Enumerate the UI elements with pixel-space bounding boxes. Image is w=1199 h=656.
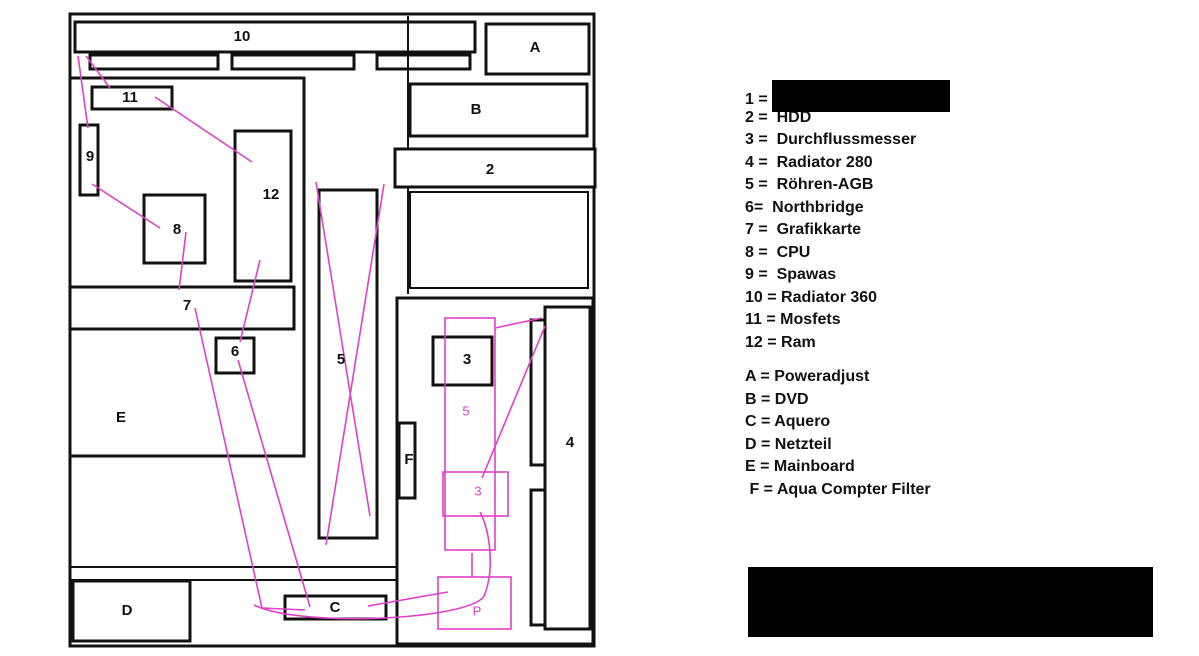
legend-gap — [745, 354, 1165, 366]
legend-item-b: B = DVD — [745, 390, 809, 408]
label-e: E — [116, 409, 126, 426]
label-3: 3 — [463, 351, 471, 368]
mosfets-box — [90, 85, 174, 111]
psu-box — [71, 579, 192, 643]
legend-item-5: 5 = Röhren-AGB — [745, 176, 874, 193]
label-d: D — [122, 602, 133, 619]
legend-text: 1 = — [745, 91, 768, 109]
legend-item-a: A = Poweradjust — [745, 368, 870, 385]
hdd-box — [393, 147, 597, 189]
legend-item-6: 6= Northbridge — [745, 198, 864, 216]
legend-item-e: E = Mainboard — [745, 458, 855, 475]
legend-item-11: 11 = Mosfets — [745, 311, 841, 328]
pink-label-3: 3 — [474, 483, 481, 498]
legend-item-3: 3 = Durchflussmesser — [745, 131, 917, 148]
radiator-280-fan-2 — [529, 488, 547, 627]
label-c: C — [330, 599, 341, 616]
legend-item-1: 1 = — [745, 80, 1165, 112]
pump-box — [437, 576, 512, 630]
poweradjust-box — [484, 22, 591, 76]
reservoir-planned-box — [444, 317, 496, 551]
radiator-280-box — [543, 305, 592, 631]
label-4: 4 — [566, 434, 575, 451]
top-slot-3 — [375, 53, 472, 71]
legend-item-12: 12 = Ram — [745, 333, 816, 351]
label-9: 9 — [86, 148, 94, 165]
legend-item-f: F = Aqua Compter Filter — [745, 480, 931, 498]
flow-meter-box — [431, 335, 494, 387]
label-2: 2 — [486, 161, 494, 178]
pink-label-p: P — [473, 603, 482, 618]
northbridge-box — [214, 336, 256, 375]
label-10: 10 — [234, 28, 251, 45]
spawas-box — [78, 123, 100, 197]
legend-item-10: 10 = Radiator 360 — [745, 288, 878, 306]
label-12: 12 — [263, 186, 280, 203]
filter-box — [397, 421, 417, 500]
pink-label-5: 5 — [462, 403, 469, 418]
dvd-box — [408, 82, 589, 138]
label-11: 11 — [122, 89, 138, 106]
tubing-lines — [77, 55, 546, 620]
label-5: 5 — [337, 351, 345, 368]
redaction-block — [748, 567, 1153, 637]
legend-item-c: C = Aquero — [745, 413, 831, 430]
label-b: B — [471, 101, 482, 118]
legend-item-4: 4 = Radiator 280 — [745, 153, 873, 171]
legend-item-2: 2 = HDD — [745, 108, 812, 126]
legend-item-9: 9 = Spawas — [745, 266, 837, 283]
drive-cage — [409, 191, 589, 289]
ram-box — [233, 129, 293, 283]
reservoir-box — [317, 188, 379, 540]
top-slot-2 — [230, 53, 356, 71]
flow-meter-planned-box — [442, 471, 509, 517]
label-a: A — [530, 39, 541, 56]
legend: 1 = 2 = HDD 3 = Durchflussmesser 4 = Rad… — [745, 80, 1165, 501]
legend-item-7: 7 = Grafikkarte — [745, 221, 862, 238]
label-f: F — [404, 451, 413, 468]
legend-item-8: 8 = CPU — [745, 243, 811, 261]
label-6: 6 — [231, 343, 239, 360]
legend-item-d: D = Netzteil — [745, 435, 832, 453]
radiator-280-fan-1 — [529, 318, 547, 467]
cpu-box — [142, 193, 207, 265]
redaction-bar — [771, 80, 950, 112]
label-7: 7 — [183, 297, 191, 314]
label-8: 8 — [173, 221, 181, 238]
top-slot-1 — [88, 53, 220, 71]
radiator-360-box — [73, 20, 477, 54]
graphics-card-box — [68, 285, 296, 331]
